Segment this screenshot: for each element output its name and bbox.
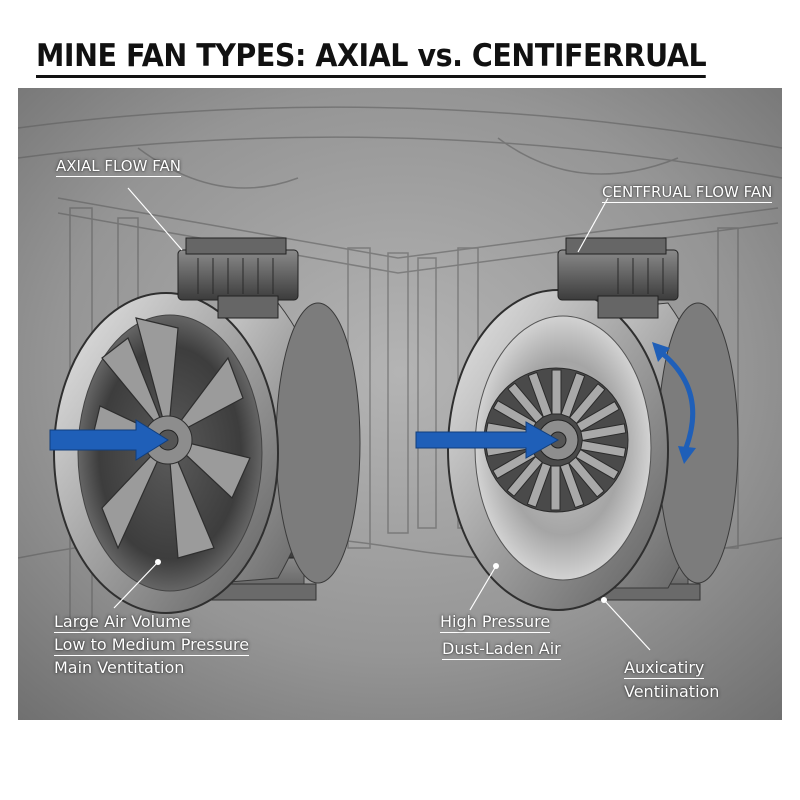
airflow-arrow-icon — [49, 419, 169, 461]
centrifugal-feature-pressure: High Pressure — [440, 612, 551, 633]
axial-feature-usage: Main Ventitation — [54, 658, 185, 677]
impeller-icon — [483, 367, 629, 513]
airflow-arrow-icon — [415, 421, 560, 459]
leader-lines — [113, 187, 651, 651]
centrifugal-usage-line2: Ventiination — [624, 682, 720, 701]
centrifugal-fan-label: CENTFRUAL FLOW FAN — [602, 183, 773, 203]
rotation-arrow-icon — [656, 348, 696, 449]
axial-feature-volume: Large Air Volume — [54, 612, 191, 633]
fan-illustration — [17, 88, 783, 720]
top-motor — [177, 249, 299, 301]
centrifugal-feature-dust: Dust-Laden Air — [442, 639, 561, 660]
centrifugal-usage-line1: Auxicatiry — [624, 658, 705, 679]
axial-fan-label: AXIAL FLOW FAN — [56, 157, 181, 177]
illustration-scene — [17, 88, 783, 720]
page-title: MINE FAN TYPES: AXIAL vs. CENTIFERRUAL — [36, 38, 707, 78]
axial-feature-pressure: Low to Medium Pressure — [54, 635, 250, 656]
axial-fan — [49, 237, 361, 614]
centrifugal-fan — [415, 237, 739, 611]
